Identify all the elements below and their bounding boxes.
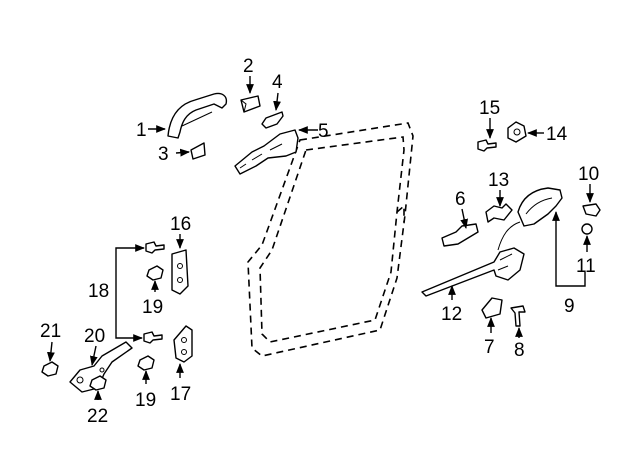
part-6-bracket bbox=[441, 223, 479, 247]
part-12-latch-cable bbox=[421, 221, 525, 297]
part-7-cover bbox=[481, 297, 503, 319]
callout-7: 7 bbox=[484, 337, 495, 358]
callout-19-lower: 19 bbox=[135, 390, 156, 411]
leader-lines bbox=[47, 76, 594, 400]
part-2-cap bbox=[240, 95, 261, 113]
part-15-bolt bbox=[477, 139, 497, 152]
callout-4: 4 bbox=[272, 72, 283, 93]
callout-16: 16 bbox=[170, 214, 191, 235]
part-10-pin bbox=[582, 203, 601, 217]
part-8-screw bbox=[510, 305, 526, 327]
part-20-check-strap bbox=[69, 341, 133, 393]
callout-6: 6 bbox=[455, 189, 466, 210]
callout-21: 21 bbox=[40, 321, 61, 342]
callout-11: 11 bbox=[576, 256, 596, 277]
part-11-grommet bbox=[581, 223, 593, 235]
part-17-lower-hinge bbox=[173, 325, 193, 363]
callout-17: 17 bbox=[170, 384, 191, 405]
callout-12: 12 bbox=[441, 304, 462, 325]
bolt-19-upper bbox=[146, 265, 164, 281]
callout-9: 9 bbox=[564, 296, 575, 317]
callout-5: 5 bbox=[318, 121, 329, 142]
bolt-18-lower bbox=[143, 331, 163, 344]
callout-15: 15 bbox=[479, 98, 500, 119]
callout-20: 20 bbox=[84, 326, 105, 347]
callout-19-upper: 19 bbox=[142, 297, 163, 318]
part-14-clip bbox=[507, 121, 527, 143]
callout-22: 22 bbox=[87, 406, 108, 427]
callout-2: 2 bbox=[243, 56, 254, 77]
callout-1: 1 bbox=[136, 120, 147, 141]
door-outline bbox=[247, 122, 414, 357]
part-9-inside-handle bbox=[517, 187, 563, 227]
part-5-handle-frame bbox=[234, 129, 299, 175]
callout-10: 10 bbox=[578, 164, 599, 185]
callout-8: 8 bbox=[514, 340, 525, 361]
part-16-upper-hinge bbox=[171, 249, 189, 295]
bolt-18-upper bbox=[145, 241, 165, 254]
bolt-19-lower bbox=[137, 355, 155, 371]
part-1-outside-handle bbox=[167, 92, 228, 139]
part-22-bolt bbox=[89, 375, 107, 391]
part-13-clip bbox=[485, 203, 513, 223]
part-21-bolt bbox=[41, 361, 59, 377]
part-4-gasket bbox=[261, 111, 284, 129]
callout-3: 3 bbox=[158, 144, 169, 165]
part-3-pad bbox=[190, 142, 206, 160]
callout-14: 14 bbox=[546, 124, 568, 145]
callout-18: 18 bbox=[88, 281, 109, 302]
callout-13: 13 bbox=[488, 170, 509, 191]
callout-labels: 1 2 3 4 5 6 7 8 9 10 11 12 13 14 15 16 1… bbox=[40, 56, 599, 427]
